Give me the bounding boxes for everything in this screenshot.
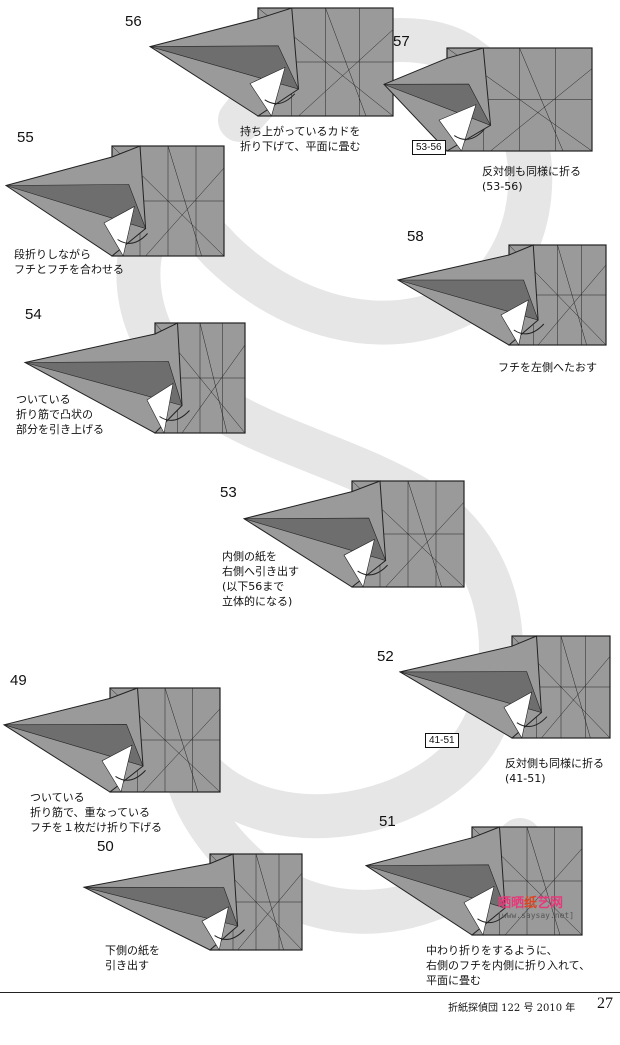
watermark-logo: 晒晒纸艺网 (498, 892, 563, 911)
instruction-50: 下側の紙を引き出す (105, 943, 160, 973)
instruction-49: ついている折り筋で、重なっているフチを１枚だけ折り下げる (30, 790, 162, 835)
origami-model-step-52 (400, 636, 610, 738)
footer-rule (0, 992, 620, 993)
instruction-55: 段折りしながらフチとフチを合わせる (14, 247, 124, 277)
step-ref-53-56: 53-56 (412, 140, 446, 155)
step-number-51: 51 (379, 813, 396, 830)
step-ref-41-51: 41-51 (425, 733, 459, 748)
instruction-51: 中わり折りをするように、右側のフチを内側に折り入れて、平面に畳む (426, 943, 590, 988)
step-number-54: 54 (25, 306, 42, 323)
instruction-56: 持ち上がっているカドを折り下げて、平面に畳む (240, 124, 360, 154)
instruction-52: 反対側も同様に折る(41-51) (505, 756, 604, 786)
step-number-55: 55 (17, 129, 34, 146)
origami-model-step-49 (4, 688, 220, 792)
step-number-52: 52 (377, 648, 394, 665)
origami-model-step-50 (84, 854, 302, 950)
step-number-49: 49 (10, 672, 27, 689)
step-number-56: 56 (125, 13, 142, 30)
origami-model-step-56 (150, 8, 393, 116)
instruction-54: ついている折り筋で凸状の部分を引き上げる (16, 392, 104, 437)
origami-model-step-55 (6, 146, 224, 256)
instruction-53: 内側の紙を右側へ引き出す(以下56まで立体的になる) (222, 549, 299, 609)
page-number: 27 (597, 995, 613, 1013)
step-number-57: 57 (393, 33, 410, 50)
footer-text: 折紙探偵団 122 号 2010 年 (448, 999, 575, 1014)
step-number-58: 58 (407, 228, 424, 245)
origami-model-step-57 (384, 48, 592, 151)
instruction-57: 反対側も同様に折る(53-56) (482, 164, 581, 194)
watermark-url: [www.saysay.net] (497, 911, 574, 920)
instruction-58: フチを左側へたおす (498, 360, 597, 375)
step-number-53: 53 (220, 484, 237, 501)
step-number-50: 50 (97, 838, 114, 855)
